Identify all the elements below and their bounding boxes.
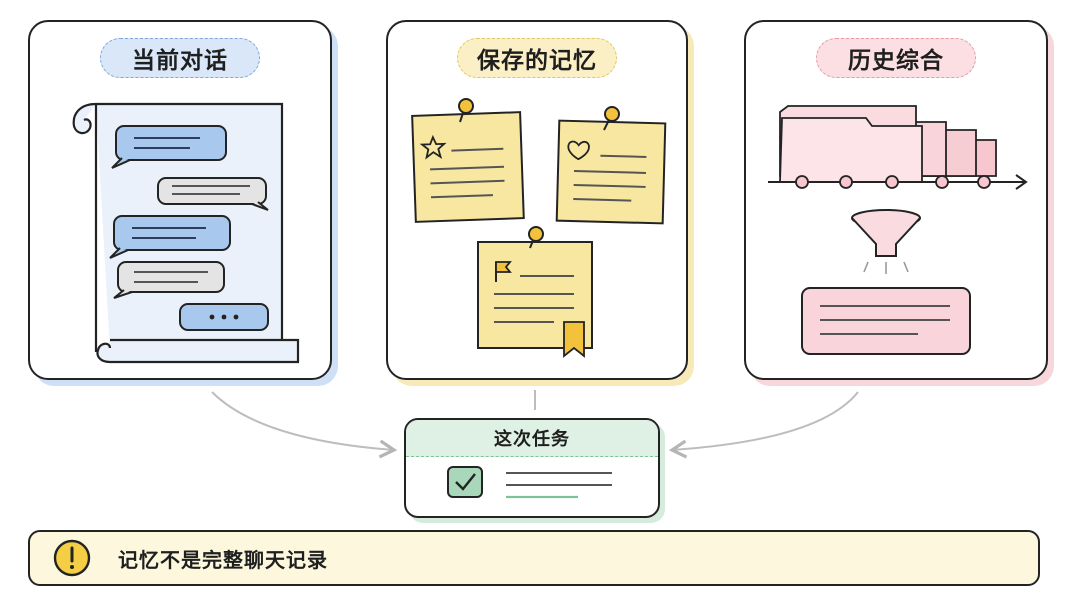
pushpin-icon [528,226,544,249]
panel-history-synthesis: 历史综合 [744,20,1048,380]
summary-card-icon [801,287,971,355]
chat-bubble-icon [109,215,231,259]
notice-text: 记忆不是完整聊天记录 [118,547,328,572]
heart-icon [567,140,590,161]
notice-bar: 记忆不是完整聊天记录 [28,530,1040,586]
chat-bubble-icon [111,125,227,169]
scroll-icon [72,102,300,364]
timeline-icon [768,174,1028,190]
pushpin-icon [458,98,474,123]
pushpin-icon [603,106,620,131]
chat-bubble-icon [179,303,269,331]
panel-title-history-synthesis: 历史综合 [816,38,976,78]
panel-title-saved-memory: 保存的记忆 [457,38,617,78]
panel-saved-memory: 保存的记忆 [386,20,688,380]
warning-icon [53,539,91,577]
chat-bubble-icon [113,261,225,299]
funnel-icon [851,209,921,274]
flag-icon [495,261,512,282]
sticky-notes-illustration [411,98,667,358]
history-illustration [768,105,1028,355]
task-title: 这次任务 [406,420,658,457]
bookmark-icon [563,321,585,358]
arrow-from-history-synthesis [668,391,859,459]
checkbox-icon [447,466,483,498]
star-icon [419,134,447,160]
panel-title-current-conversation: 当前对话 [100,38,260,78]
folder-stack-icon [779,105,997,183]
task-content [447,466,612,499]
panel-current-conversation: 当前对话 [28,20,332,380]
chat-bubble-icon [157,177,269,211]
task-card: 这次任务 [404,418,660,518]
arrow-from-current-conversation [211,391,398,459]
